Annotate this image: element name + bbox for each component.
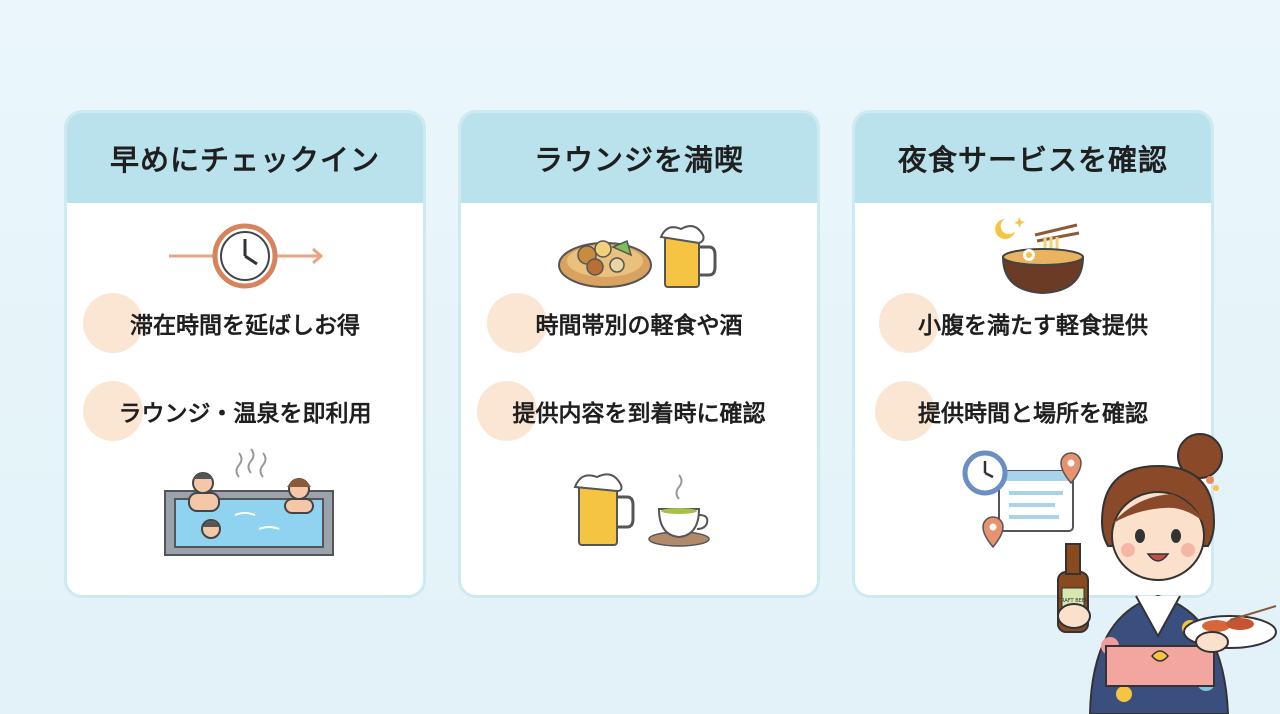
item-label: 提供内容を到着時に確認 [512, 401, 766, 427]
bullet-dot [879, 293, 939, 353]
item-label: 提供時間と場所を確認 [918, 401, 1148, 427]
bullet-dot [875, 381, 935, 441]
item-label: 滞在時間を延ばしお得 [130, 313, 360, 339]
card-lounge: ラウンジを満喫 時間帯別の軽食や酒 提供内容を到着時に確認 [458, 110, 820, 598]
ramen-moon-icon [995, 217, 1085, 295]
yukata-woman-illustration: CRAFT BEER [1057, 433, 1277, 714]
list-item: 提供内容を到着時に確認 [461, 381, 817, 441]
card-late-night-meal: 夜食サービスを確認 小腹を満たす軽食提供 提供時間と場所を確認 [852, 110, 1214, 598]
list-item: ラウンジ・温泉を即利用 [67, 381, 423, 441]
card-title: 夜食サービスを確認 [855, 113, 1211, 203]
card-title: ラウンジを満喫 [461, 113, 817, 203]
card-title: 早めにチェックイン [67, 113, 423, 203]
list-item: 滞在時間を延ばしお得 [67, 293, 423, 353]
hot-spring-bath-icon [164, 448, 334, 556]
clock-arrow-icon [169, 223, 324, 289]
bullet-dot [477, 381, 537, 441]
card-early-checkin: 早めにチェックイン 滞在時間を延ばしお得 ラウンジ・温泉を即利用 [64, 110, 426, 598]
item-label: 小腹を満たす軽食提供 [918, 313, 1148, 339]
list-item: 提供時間と場所を確認 [855, 381, 1211, 441]
list-item: 小腹を満たす軽食提供 [855, 293, 1211, 353]
clock-map-pin-icon [962, 450, 1082, 549]
bottle-label: CRAFT BEER [1058, 598, 1089, 604]
item-label: 時間帯別の軽食や酒 [535, 313, 743, 339]
bullet-dot [83, 381, 143, 441]
list-item: 時間帯別の軽食や酒 [461, 293, 817, 353]
bullet-dot [83, 293, 143, 353]
bullet-dot [487, 293, 547, 353]
snack-platter-beer-icon [558, 225, 717, 288]
item-label: ラウンジ・温泉を即利用 [118, 401, 372, 427]
beer-and-tea-icon [573, 473, 710, 547]
